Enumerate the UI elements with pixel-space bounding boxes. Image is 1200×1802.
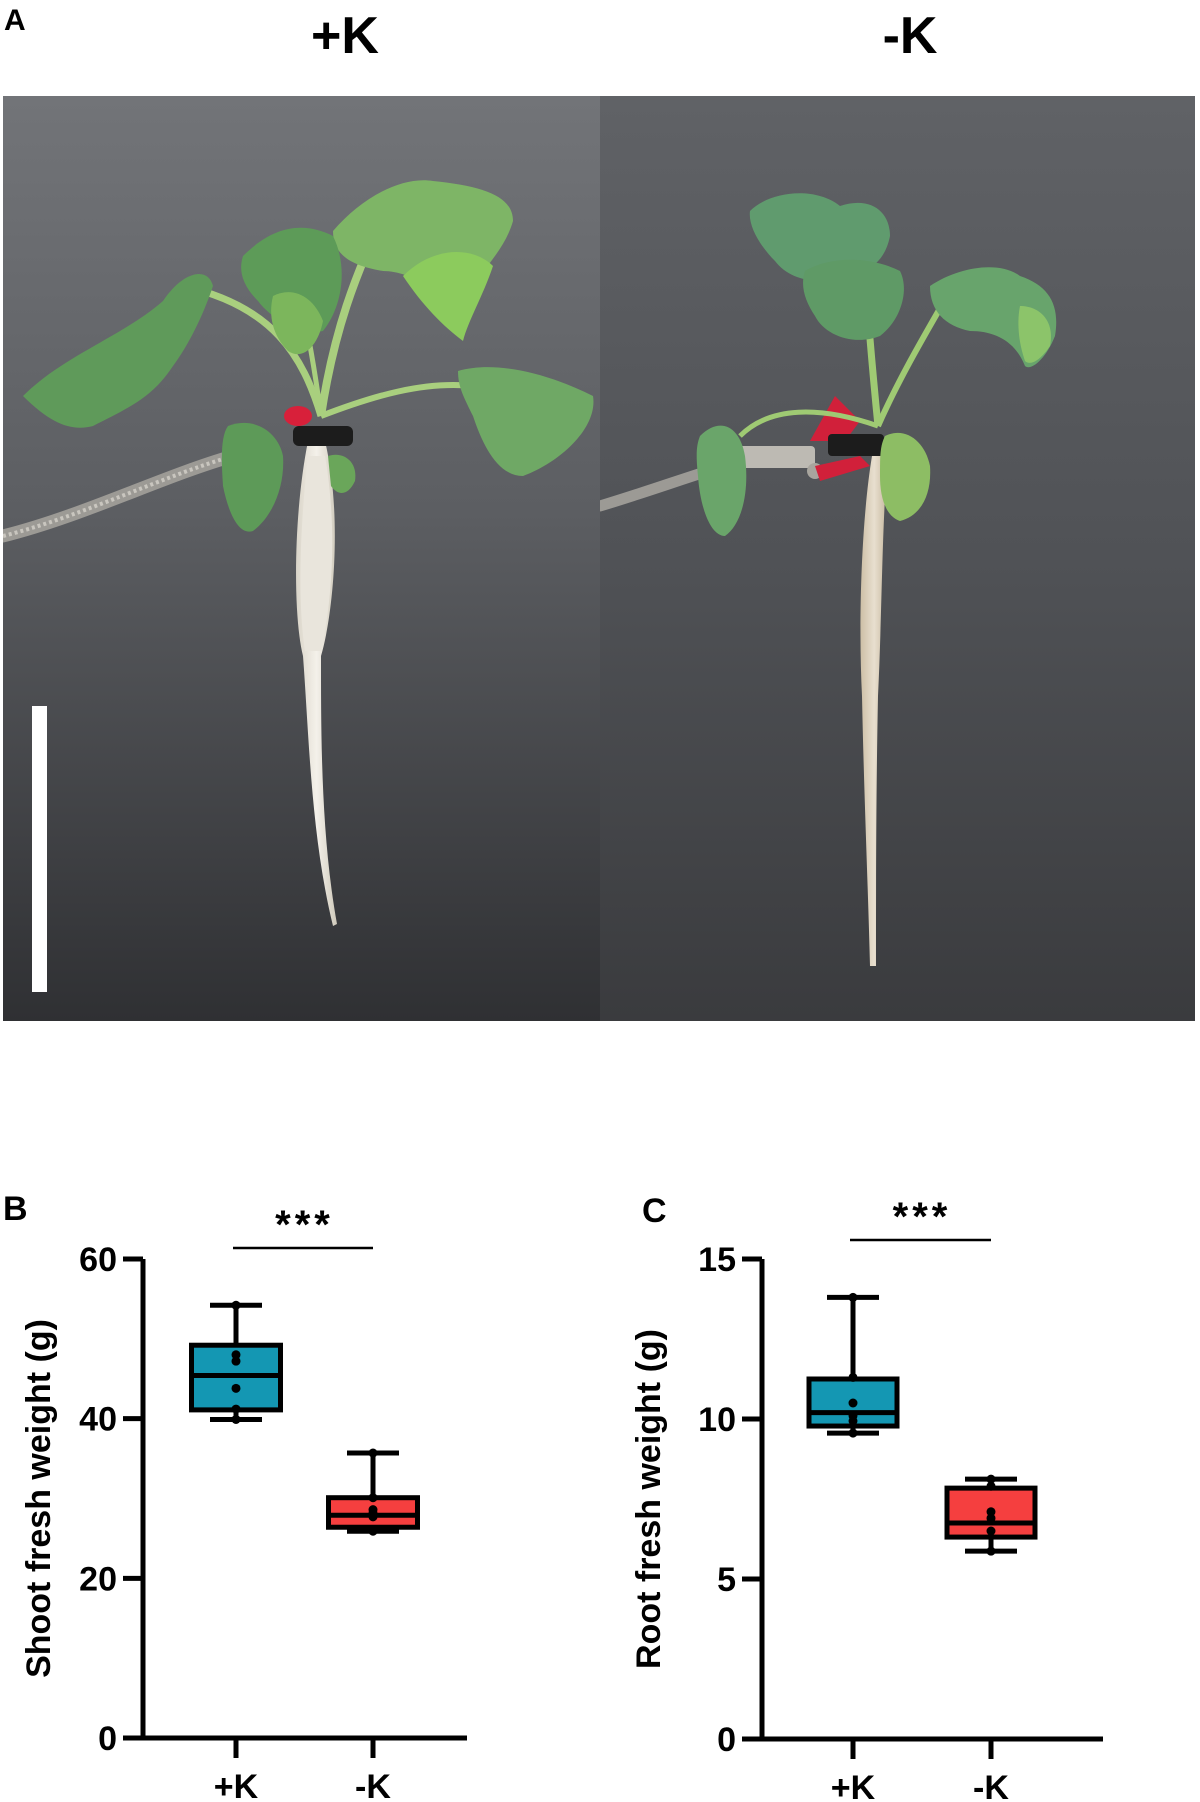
y-tick-label: 5 <box>717 1561 736 1599</box>
data-point <box>986 1546 996 1556</box>
data-point <box>848 1411 858 1421</box>
data-point <box>986 1474 996 1484</box>
y-tick-label: 10 <box>698 1401 736 1439</box>
plant-photo-panel <box>3 96 1195 1021</box>
data-point <box>231 1300 241 1310</box>
panel-b-label: B <box>3 1190 28 1228</box>
data-point <box>368 1526 378 1536</box>
data-point <box>368 1448 378 1458</box>
panel-a-label: A <box>4 4 26 37</box>
minus-k-title: -K <box>882 7 938 65</box>
y-axis-label: Shoot fresh weight (g) <box>20 1319 58 1678</box>
significance-stars: *** <box>893 1195 952 1239</box>
data-point <box>986 1526 996 1536</box>
data-point <box>231 1383 241 1393</box>
box-plus-k <box>806 1292 900 1438</box>
significance-stars: *** <box>275 1203 334 1247</box>
x-tick-label: +K <box>214 1768 259 1802</box>
x-tick-label: -K <box>355 1768 391 1802</box>
data-point <box>848 1372 858 1382</box>
data-point <box>231 1356 241 1366</box>
minus-k-plant-image <box>600 96 1195 1021</box>
data-point <box>986 1507 996 1517</box>
y-tick-label: 60 <box>79 1241 117 1279</box>
panel-c-label: C <box>642 1192 667 1230</box>
data-point <box>368 1493 378 1503</box>
data-point <box>231 1350 241 1360</box>
data-point <box>231 1404 241 1414</box>
y-tick-label: 40 <box>79 1401 117 1439</box>
plus-k-plant-image <box>3 96 600 1021</box>
x-tick-label: -K <box>973 1769 1009 1802</box>
x-tick-label: +K <box>831 1769 876 1802</box>
y-axis-label: Root fresh weight (g) <box>630 1329 668 1669</box>
data-point <box>848 1292 858 1302</box>
y-tick-label: 15 <box>698 1241 736 1279</box>
data-point <box>231 1414 241 1424</box>
data-point <box>848 1398 858 1408</box>
data-point <box>848 1428 858 1438</box>
data-point <box>986 1513 996 1523</box>
plus-k-plant-photo <box>3 96 600 1021</box>
box-minus-k <box>944 1474 1038 1556</box>
data-point <box>368 1505 378 1515</box>
y-tick-label: 20 <box>79 1560 117 1598</box>
plus-k-title: +K <box>311 7 379 65</box>
box-minus-k <box>326 1448 420 1536</box>
y-tick-label: 0 <box>717 1721 736 1759</box>
data-point <box>986 1481 996 1491</box>
box-plus-k <box>189 1300 283 1424</box>
scale-bar <box>32 706 47 992</box>
y-tick-label: 0 <box>98 1720 117 1758</box>
minus-k-plant-photo <box>600 96 1195 1021</box>
